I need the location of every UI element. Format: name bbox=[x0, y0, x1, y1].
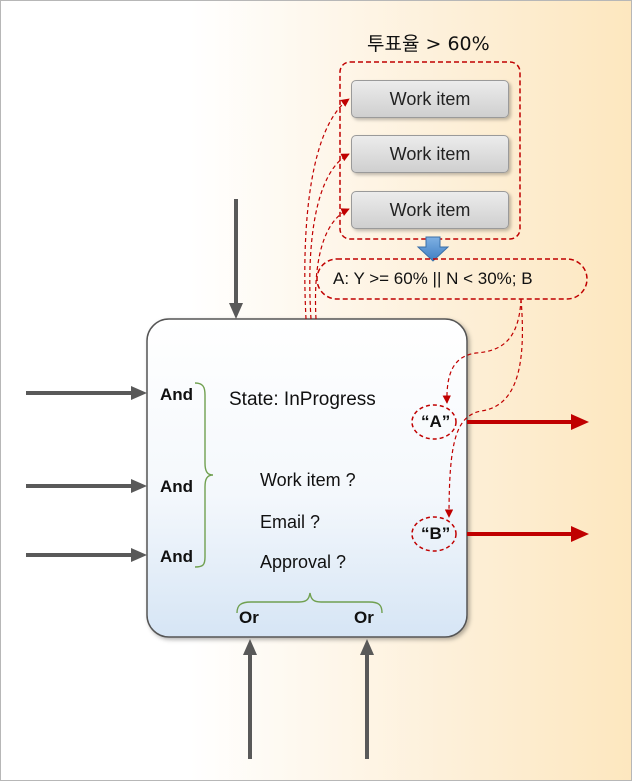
or-gate-label: Or bbox=[354, 608, 374, 627]
feedback-curves bbox=[304, 98, 350, 320]
output-a-label: “A” bbox=[421, 412, 451, 431]
blue-down-arrow-icon bbox=[416, 236, 450, 262]
or-gate-label: Or bbox=[239, 608, 259, 627]
and-gate-label: And bbox=[160, 385, 194, 404]
question-work-item: Work item ? bbox=[260, 470, 356, 490]
top-input-arrow bbox=[229, 199, 243, 319]
and-gate-label: And bbox=[160, 547, 194, 566]
state-box bbox=[146, 318, 468, 638]
work-item-box: Work item bbox=[351, 135, 509, 173]
condition-label: A: Y >= 60% || N < 30%; B bbox=[333, 269, 533, 288]
bottom-input-arrows bbox=[243, 639, 374, 759]
question-email: Email ? bbox=[260, 512, 321, 532]
state-label: State: InProgress bbox=[229, 389, 376, 410]
output-a-marker bbox=[411, 404, 457, 440]
output-b-label: “B” bbox=[421, 524, 451, 543]
work-item-box: Work item bbox=[351, 191, 509, 229]
left-input-arrows bbox=[26, 386, 147, 562]
condition-curves bbox=[442, 298, 523, 518]
condition-pill bbox=[316, 258, 588, 300]
question-approval: Approval ? bbox=[260, 552, 347, 572]
and-brace bbox=[194, 382, 214, 568]
and-gate-label: And bbox=[160, 477, 194, 496]
work-item-box: Work item bbox=[351, 80, 509, 118]
output-arrows bbox=[467, 414, 589, 542]
vote-rate-title: 투표율 > 60% bbox=[367, 33, 490, 55]
output-b-marker bbox=[411, 516, 457, 552]
or-brace bbox=[236, 592, 383, 614]
